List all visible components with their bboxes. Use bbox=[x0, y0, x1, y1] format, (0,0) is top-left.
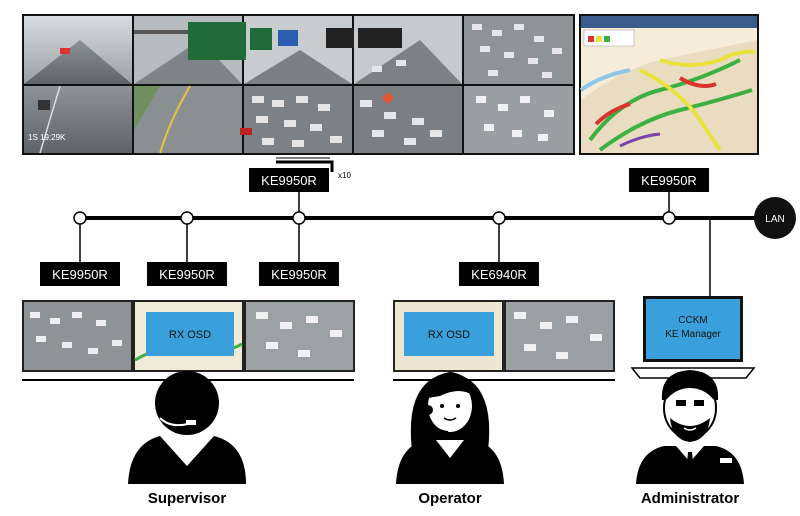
admin-screen-line1: CCKM bbox=[678, 315, 707, 326]
device-label: KE9950R bbox=[641, 173, 697, 188]
device-ke9950r-main: KE9950R bbox=[249, 168, 329, 192]
device-ke9950r-1: KE9950R bbox=[40, 262, 120, 286]
device-label: KE9950R bbox=[271, 267, 327, 282]
bus-node bbox=[292, 211, 306, 225]
bus-node bbox=[662, 211, 676, 225]
operator-monitor-1: RX OSD bbox=[393, 300, 504, 372]
svg-text:1S 19:29K: 1S 19:29K bbox=[28, 133, 66, 142]
camera-tile bbox=[24, 16, 132, 84]
role-label-operator: Operator bbox=[418, 490, 482, 507]
supervisor-monitor-1 bbox=[22, 300, 133, 372]
traffic-map bbox=[579, 14, 759, 155]
role-label-supervisor: Supervisor bbox=[148, 490, 227, 507]
multiplier-label: x10 bbox=[338, 171, 351, 180]
camera-tile bbox=[464, 16, 573, 84]
device-ke9950r-3: KE9950R bbox=[259, 262, 339, 286]
lan-label: LAN bbox=[765, 214, 784, 225]
device-ke9950r-admin: KE9950R bbox=[629, 168, 709, 192]
device-label: KE9950R bbox=[52, 267, 108, 282]
camera-tile bbox=[240, 86, 352, 153]
headset-person-icon bbox=[396, 372, 504, 484]
device-label: KE6940R bbox=[471, 267, 527, 282]
camera-tile bbox=[464, 86, 573, 153]
camera-tile bbox=[134, 85, 242, 154]
camera-tile: 1S 19:29K bbox=[24, 85, 132, 154]
osd-label: RX OSD bbox=[169, 329, 211, 341]
operator-monitor-2 bbox=[504, 300, 615, 372]
device-ke6940r: KE6940R bbox=[459, 262, 539, 286]
administrator-person-icon bbox=[636, 370, 744, 484]
video-wall: 1S 19:29K bbox=[22, 14, 575, 155]
bus-node bbox=[73, 211, 87, 225]
admin-screen-line2: KE Manager bbox=[665, 329, 721, 340]
device-ke9950r-2: KE9950R bbox=[147, 262, 227, 286]
supervisor-monitor-2: RX OSD bbox=[133, 300, 244, 372]
device-label: KE9950R bbox=[159, 267, 215, 282]
lan-node: LAN bbox=[754, 197, 796, 239]
role-label-administrator: Administrator bbox=[641, 490, 740, 507]
device-label: KE9950R bbox=[261, 173, 317, 188]
camera-tile bbox=[354, 86, 462, 153]
bus-node bbox=[492, 211, 506, 225]
bus-node bbox=[180, 211, 194, 225]
laptop-icon: CCKM KE Manager bbox=[630, 296, 756, 379]
supervisor-monitor-3 bbox=[244, 300, 355, 372]
camera-tile bbox=[326, 16, 462, 84]
headset-person-icon bbox=[128, 371, 246, 484]
osd-label: RX OSD bbox=[428, 329, 470, 341]
camera-tile bbox=[188, 16, 352, 84]
